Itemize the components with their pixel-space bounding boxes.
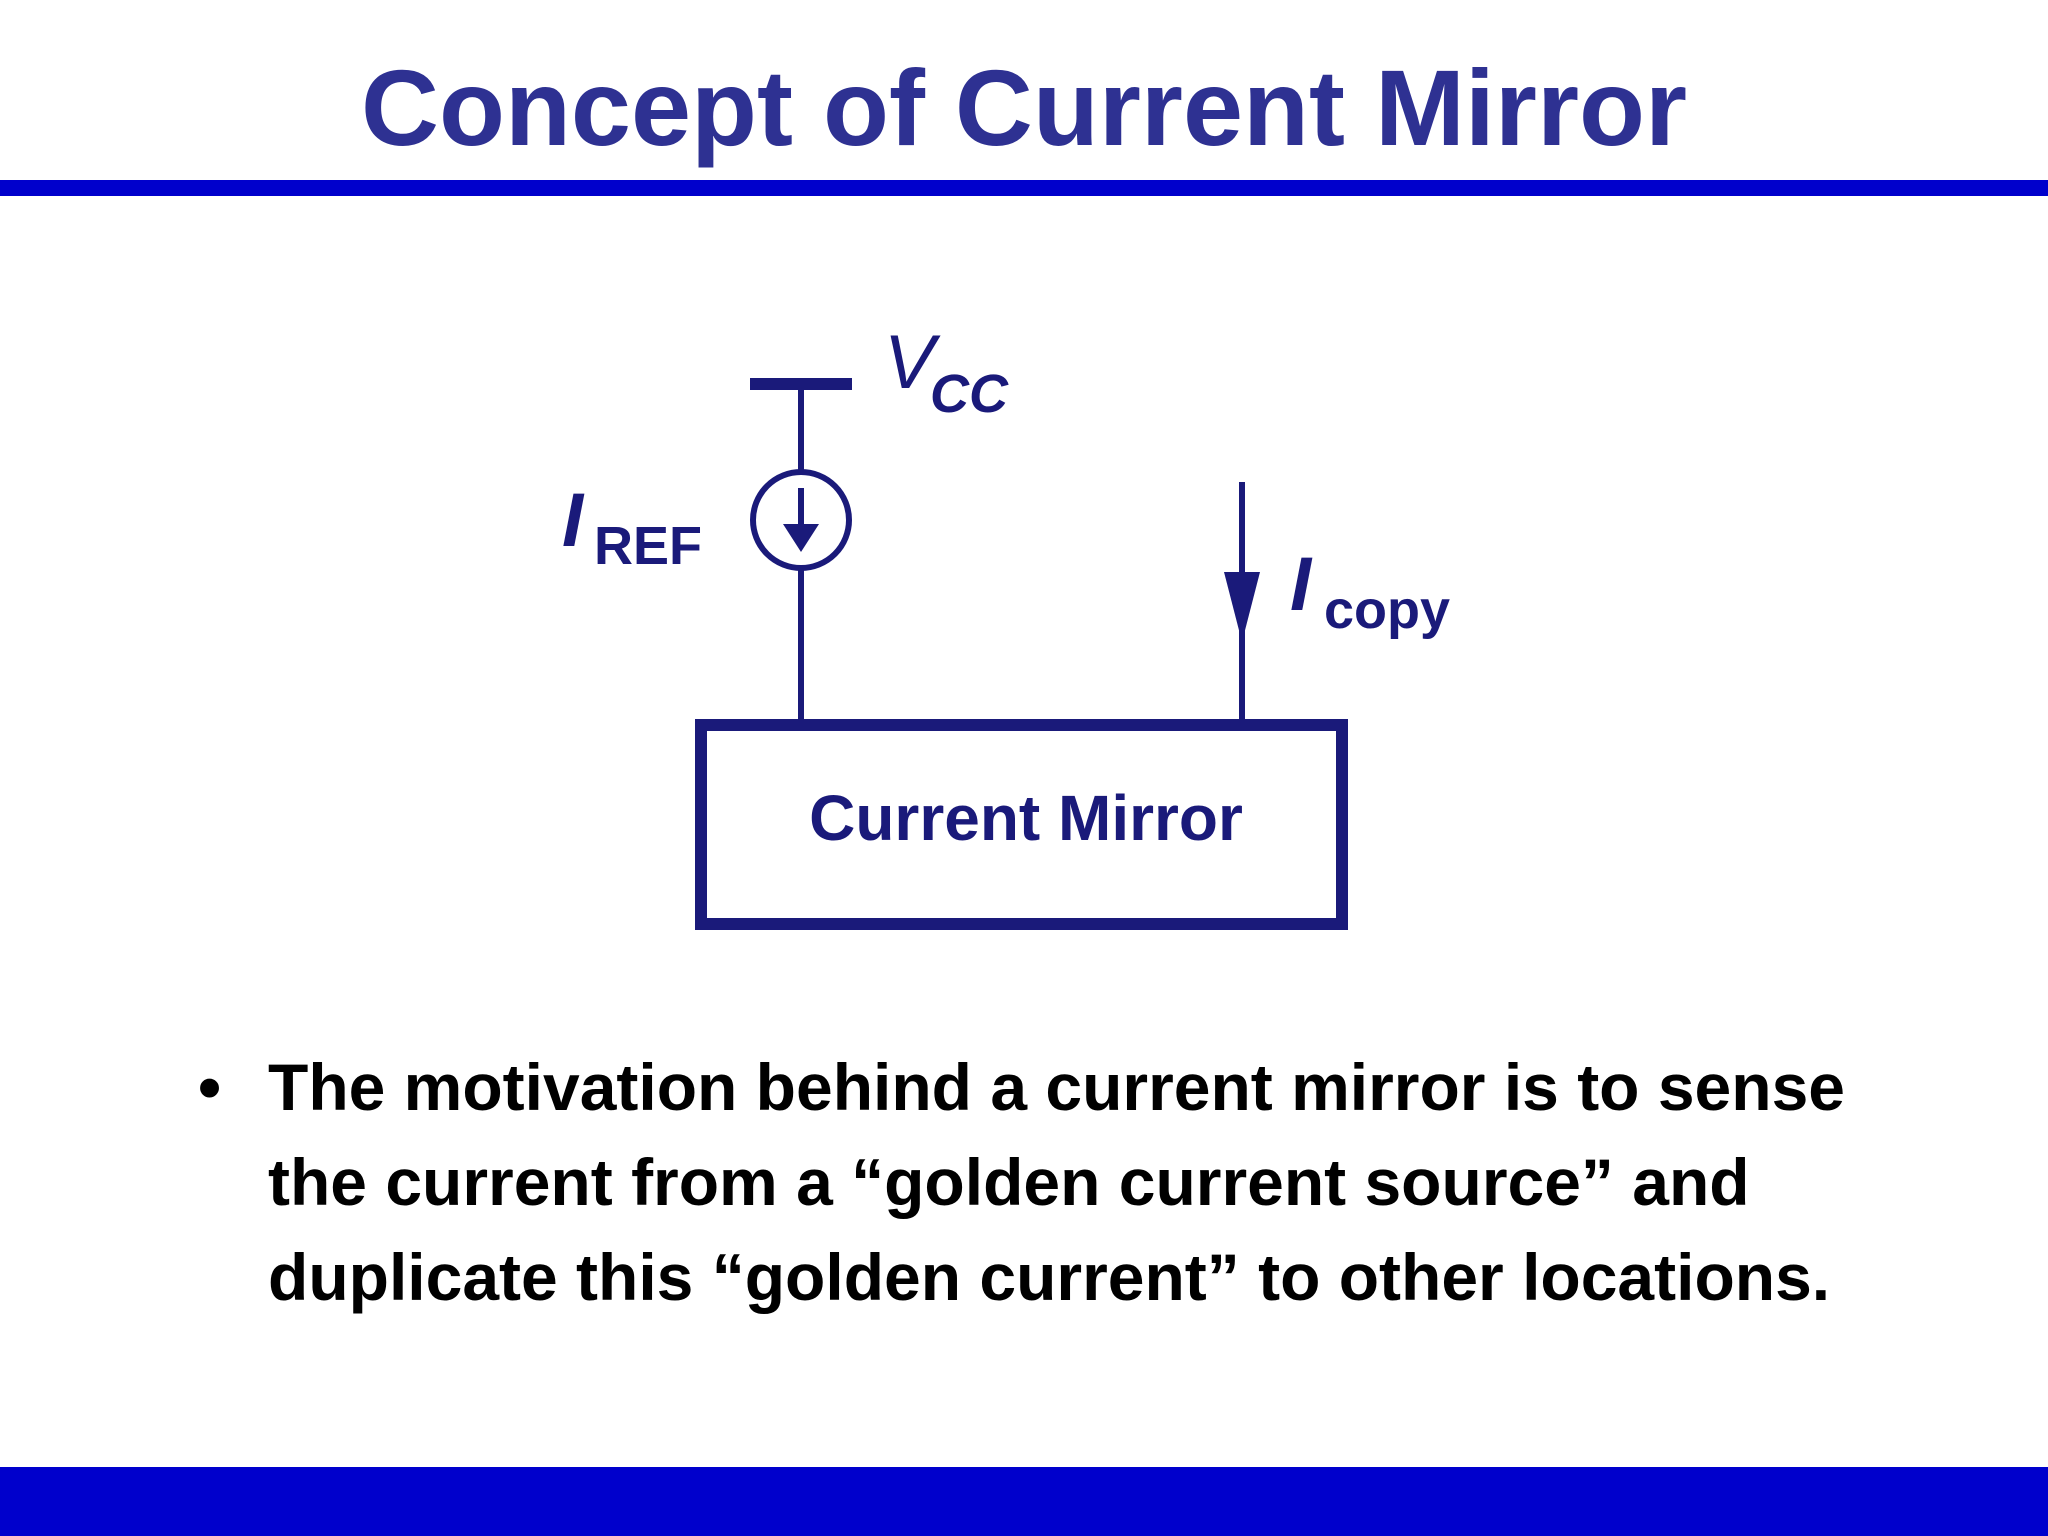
- vcc-subscript: CC: [930, 364, 1009, 424]
- bullet-item: • The motivation behind a current mirror…: [190, 1040, 1950, 1325]
- current-mirror-block: [695, 719, 1348, 930]
- ref-source-arrow-head: [783, 524, 819, 552]
- bullet-list: • The motivation behind a current mirror…: [190, 1040, 1950, 1325]
- slide-title: Concept of Current Mirror: [360, 47, 1687, 168]
- bullet-marker: •: [198, 1050, 222, 1124]
- current-mirror-block-label: Current Mirror: [809, 782, 1243, 854]
- iref-subscript: REF: [594, 516, 702, 576]
- icopy-subscript: copy: [1324, 580, 1450, 640]
- vcc-label: V: [884, 320, 941, 405]
- copy-current-arrow-head: [1224, 572, 1260, 642]
- iref-label: I: [562, 478, 585, 563]
- footer-band: [0, 1467, 2048, 1536]
- title-underline-rule: [0, 180, 2048, 196]
- bullet-text: The motivation behind a current mirror i…: [268, 1050, 1845, 1314]
- icopy-label: I: [1290, 542, 1313, 627]
